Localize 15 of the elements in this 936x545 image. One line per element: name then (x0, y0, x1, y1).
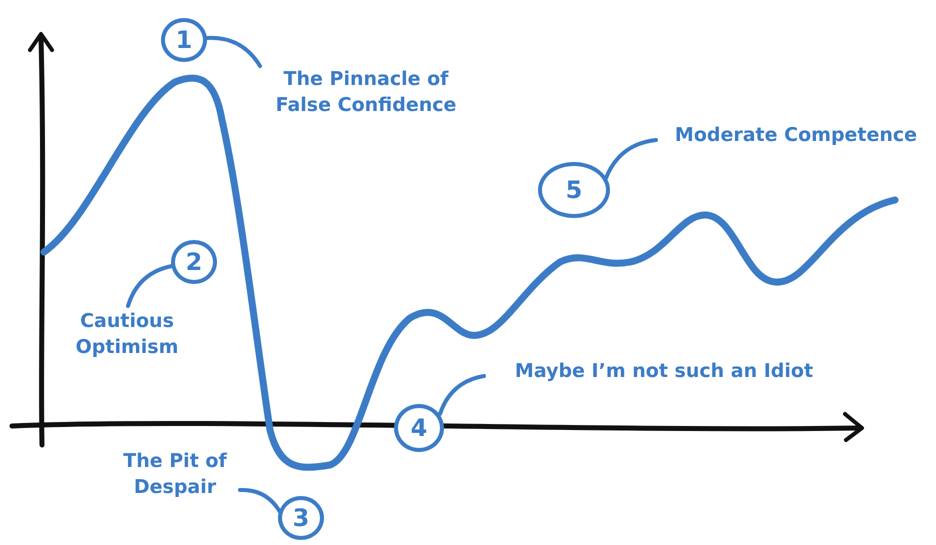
callout-number: 4 (394, 404, 444, 452)
annotation-text: The Pinnacle of False Confidence (258, 66, 474, 122)
leader-line (438, 374, 486, 416)
leader-line (126, 264, 174, 308)
leader-line (238, 488, 282, 514)
annotation-text: Maybe I’m not such an Idiot (484, 358, 844, 388)
leader-line (604, 138, 658, 180)
callout-number: 3 (278, 496, 324, 540)
callout-number: 5 (538, 162, 610, 218)
callout-number: 1 (161, 18, 207, 62)
annotation-text: The Pit of Despair (100, 448, 250, 504)
annotation-text: Cautious Optimism (62, 308, 192, 364)
annotation-text: Moderate Competence (656, 122, 936, 152)
leader-line (205, 36, 262, 68)
callout-number: 2 (171, 240, 217, 284)
